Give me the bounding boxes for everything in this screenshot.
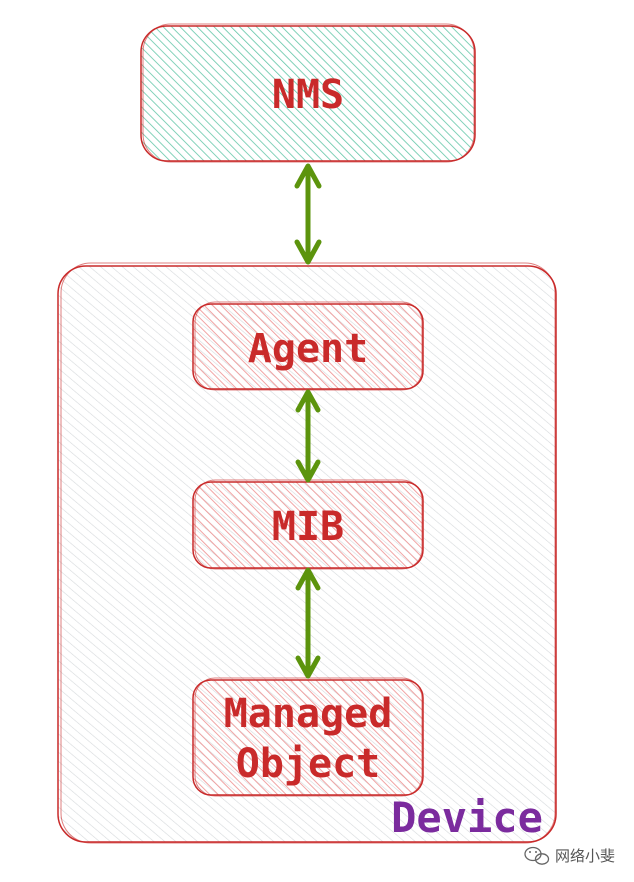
arrow-mib-managed-object	[295, 567, 321, 679]
managed-object-label-line1: Managed	[224, 691, 393, 737]
agent-label: Agent	[248, 326, 368, 372]
nms-box: NMS	[140, 23, 476, 163]
arrow-agent-mib	[295, 389, 321, 483]
watermark-text: 网络小斐	[555, 847, 615, 865]
mib-label: MIB	[272, 504, 344, 550]
managed-object-box: Managed Object	[192, 677, 424, 797]
arrow-nms-agent	[294, 163, 322, 265]
nms-label: NMS	[272, 72, 344, 118]
device-label: Device	[391, 793, 543, 842]
managed-object-label-line2: Object	[236, 741, 381, 787]
mib-box: MIB	[192, 479, 424, 570]
watermark: 网络小斐	[524, 846, 615, 865]
wechat-icon	[524, 846, 550, 865]
agent-box: Agent	[192, 301, 424, 391]
